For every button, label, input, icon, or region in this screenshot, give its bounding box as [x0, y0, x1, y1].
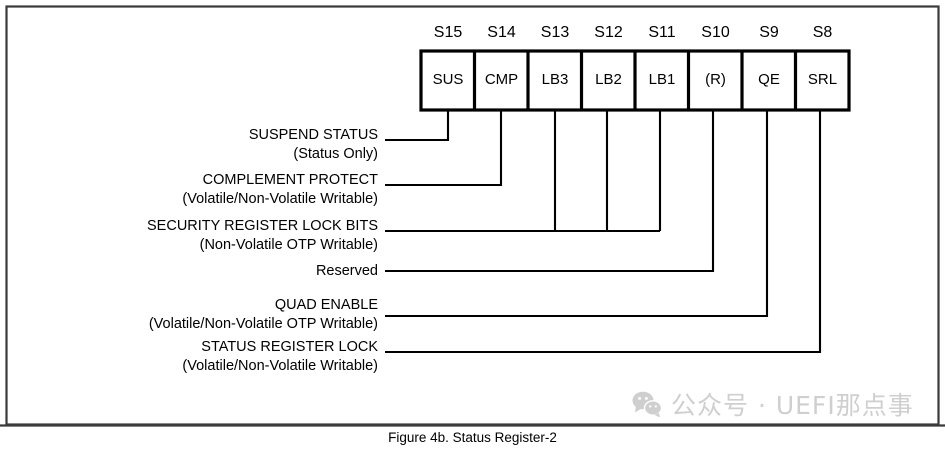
leader-quad-enable: [385, 110, 769, 318]
leader-status-register-lock: [385, 110, 822, 354]
bit-header-s12: S12: [594, 24, 623, 41]
register-cell-reserved: (R): [705, 71, 726, 88]
callout-reserved-line1: Reserved: [315, 263, 378, 279]
callout-complement-protect-line1: COMPLEMENT PROTECT: [202, 172, 378, 188]
register-cell-qe: QE: [758, 71, 780, 88]
callout-security-register-lock-bits: SECURITY REGISTER LOCK BITS (Non-Volatil…: [147, 217, 378, 255]
callout-complement-protect: COMPLEMENT PROTECT (Volatile/Non-Volatil…: [182, 171, 378, 209]
callout-suspend-status: SUSPEND STATUS (Status Only): [249, 126, 378, 164]
bit-header-s15: S15: [433, 24, 463, 41]
callout-status-register-lock-line1: STATUS REGISTER LOCK: [201, 339, 378, 355]
bit-header-s14: S14: [487, 24, 516, 41]
callout-suspend-status-line2: (Status Only): [293, 146, 378, 162]
callout-complement-protect-line2: (Volatile/Non-Volatile Writable): [182, 191, 378, 207]
callout-quad-enable-line2: (Volatile/Non-Volatile OTP Writable): [148, 316, 378, 332]
register-box: [419, 49, 851, 112]
watermark-text: 公众号 · UEFI那点事: [671, 391, 914, 420]
leader-complement-protect: [385, 110, 503, 187]
callout-security-register-lock-bits-line1: SECURITY REGISTER LOCK BITS: [147, 218, 378, 234]
register-cell-cmp: CMP: [484, 71, 519, 88]
bit-header-s13: S13: [540, 24, 570, 41]
watermark: 公众号 · UEFI那点事: [632, 386, 914, 422]
figure-caption: Figure 4b. Status Register-2: [388, 430, 557, 445]
callout-quad-enable: QUAD ENABLE (Volatile/Non-Volatile OTP W…: [149, 296, 378, 334]
bit-header-s8: S8: [812, 24, 833, 41]
leader-lines: [385, 110, 822, 354]
bit-header-s10: S10: [701, 24, 730, 41]
register-cell-sus: SUS: [432, 71, 464, 88]
leader-reserved: [385, 110, 715, 273]
page-border: [0, 5, 945, 427]
callout-reserved: Reserved: [316, 262, 378, 281]
register-cell-srl: SRL: [807, 71, 838, 88]
bit-header-s9: S9: [759, 24, 779, 41]
register-cell-lb3: LB3: [541, 71, 569, 88]
callout-security-register-lock-bits-line2: (Non-Volatile OTP Writable): [199, 237, 378, 253]
callout-suspend-status-line1: SUSPEND STATUS: [248, 127, 378, 143]
leader-suspend-status: [385, 110, 450, 142]
register-cell-lb2: LB2: [595, 71, 622, 88]
callout-quad-enable-line1: QUAD ENABLE: [274, 297, 378, 313]
register-cell-lb1: LB1: [648, 71, 676, 88]
bit-header-s11: S11: [648, 24, 676, 41]
callout-status-register-lock-line2: (Volatile/Non-Volatile Writable): [182, 358, 378, 374]
wechat-icon: [632, 391, 662, 417]
callout-status-register-lock: STATUS REGISTER LOCK (Volatile/Non-Volat…: [182, 338, 378, 376]
